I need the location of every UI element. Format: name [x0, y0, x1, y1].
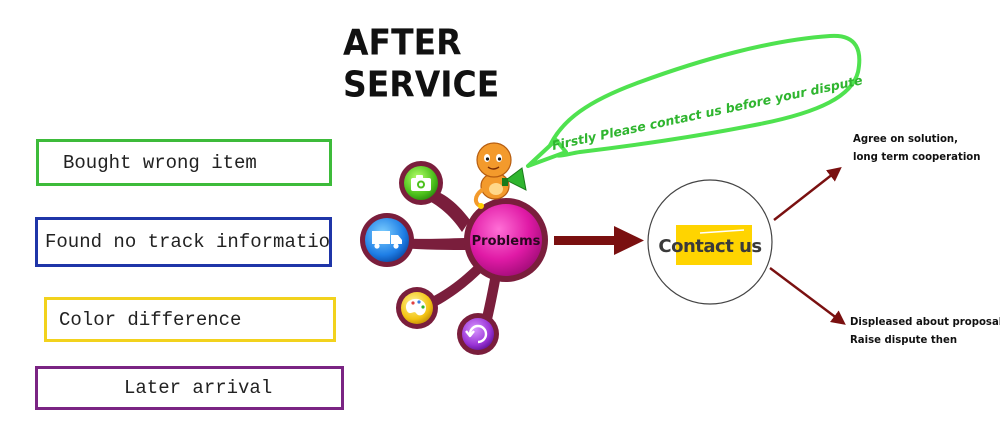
- camera-node: [399, 161, 443, 205]
- issue-bought-wrong-item: Bought wrong item: [36, 139, 332, 186]
- outcome-displeased-line2: Raise dispute then: [850, 333, 958, 346]
- outcome-displeased-line1: Displeased about proposal: [850, 315, 1000, 328]
- issue-label: Color difference: [59, 308, 242, 331]
- main-arrow: [554, 226, 644, 255]
- issue-label: Found no track information: [45, 231, 332, 253]
- camera-icon: [411, 175, 431, 191]
- megaphone-icon: [502, 167, 527, 191]
- refresh-node: [457, 313, 499, 355]
- outcome-agree: Agree on solution, long term cooperation: [853, 130, 980, 166]
- contact-node: Contact us: [647, 179, 773, 305]
- displeased-arrow: [769, 267, 846, 325]
- outcome-agree-line2: long term cooperation: [853, 150, 981, 163]
- page-title: AFTER SERVICE: [343, 20, 500, 106]
- outcome-displeased: Displeased about proposal Raise dispute …: [850, 313, 1000, 349]
- issue-no-track-info: Found no track information: [35, 217, 332, 267]
- refresh-icon: [465, 324, 488, 344]
- outcome-arrows: [769, 167, 846, 325]
- problems-label: Problems: [472, 234, 541, 249]
- outcome-agree-line1: Agree on solution,: [853, 132, 958, 145]
- palette-node: [396, 287, 438, 329]
- contact-label: Contact us: [658, 236, 761, 257]
- issue-later-arrival: Later arrival: [35, 366, 344, 410]
- issue-label: Bought wrong item: [63, 151, 257, 174]
- issue-label: Later arrival: [124, 377, 273, 399]
- truck-node: [360, 213, 414, 267]
- palette-icon: [405, 298, 427, 316]
- truck-icon: [372, 231, 402, 249]
- problems-hub: Problems: [464, 198, 548, 282]
- issue-color-difference: Color difference: [44, 297, 336, 342]
- hub-branches: [400, 188, 502, 328]
- agree-arrow: [773, 167, 842, 221]
- mascot-icon: [473, 142, 527, 209]
